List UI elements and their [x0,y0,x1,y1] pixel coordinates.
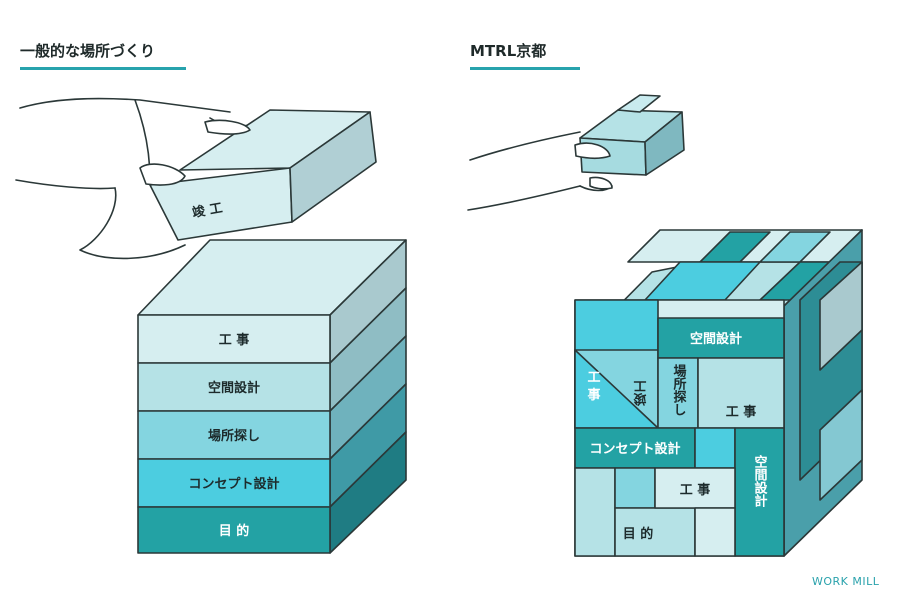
puzzle-cube [574,229,863,557]
stack-label-1: 工 事 [219,332,250,348]
stack-label-3: 場所探し [208,428,260,444]
cube-label-bottom-left: 目 的 [623,526,654,542]
stack-layer-4 [137,458,331,508]
cube-label-mid-right: 工 事 [726,404,757,420]
held-block-label: 竣 工 [191,200,224,221]
cube-label-small-diag: 竣工 [634,380,650,407]
heading-general: 一般的な場所づくり [20,40,186,70]
stack-layer-3 [137,410,331,460]
held-block [149,109,377,241]
stack-label-4: コンセプト設計 [188,476,279,492]
stack-layer-1 [137,314,331,364]
stack-layer-5 [137,506,331,554]
held-piece [579,94,685,176]
stack-label-2: 空間設計 [208,380,260,396]
cube-label-mid-vertical: 場所探し [671,363,687,416]
left-stack [137,239,407,554]
credit: WORK MILL [812,575,880,588]
cube-label-concept: コンセプト設計 [589,441,680,457]
cube-label-bottom-mid: 工 事 [680,482,711,498]
cube-label-right-vertical: 空間設計 [752,454,768,508]
cube-label-left-vertical: 工 事 [585,370,601,402]
cube-label-top-center: 空間設計 [690,331,742,347]
heading-mtrl: MTRL京都 [470,40,580,70]
stack-label-5: 目 的 [219,523,250,539]
stack-layer-2 [137,362,331,412]
